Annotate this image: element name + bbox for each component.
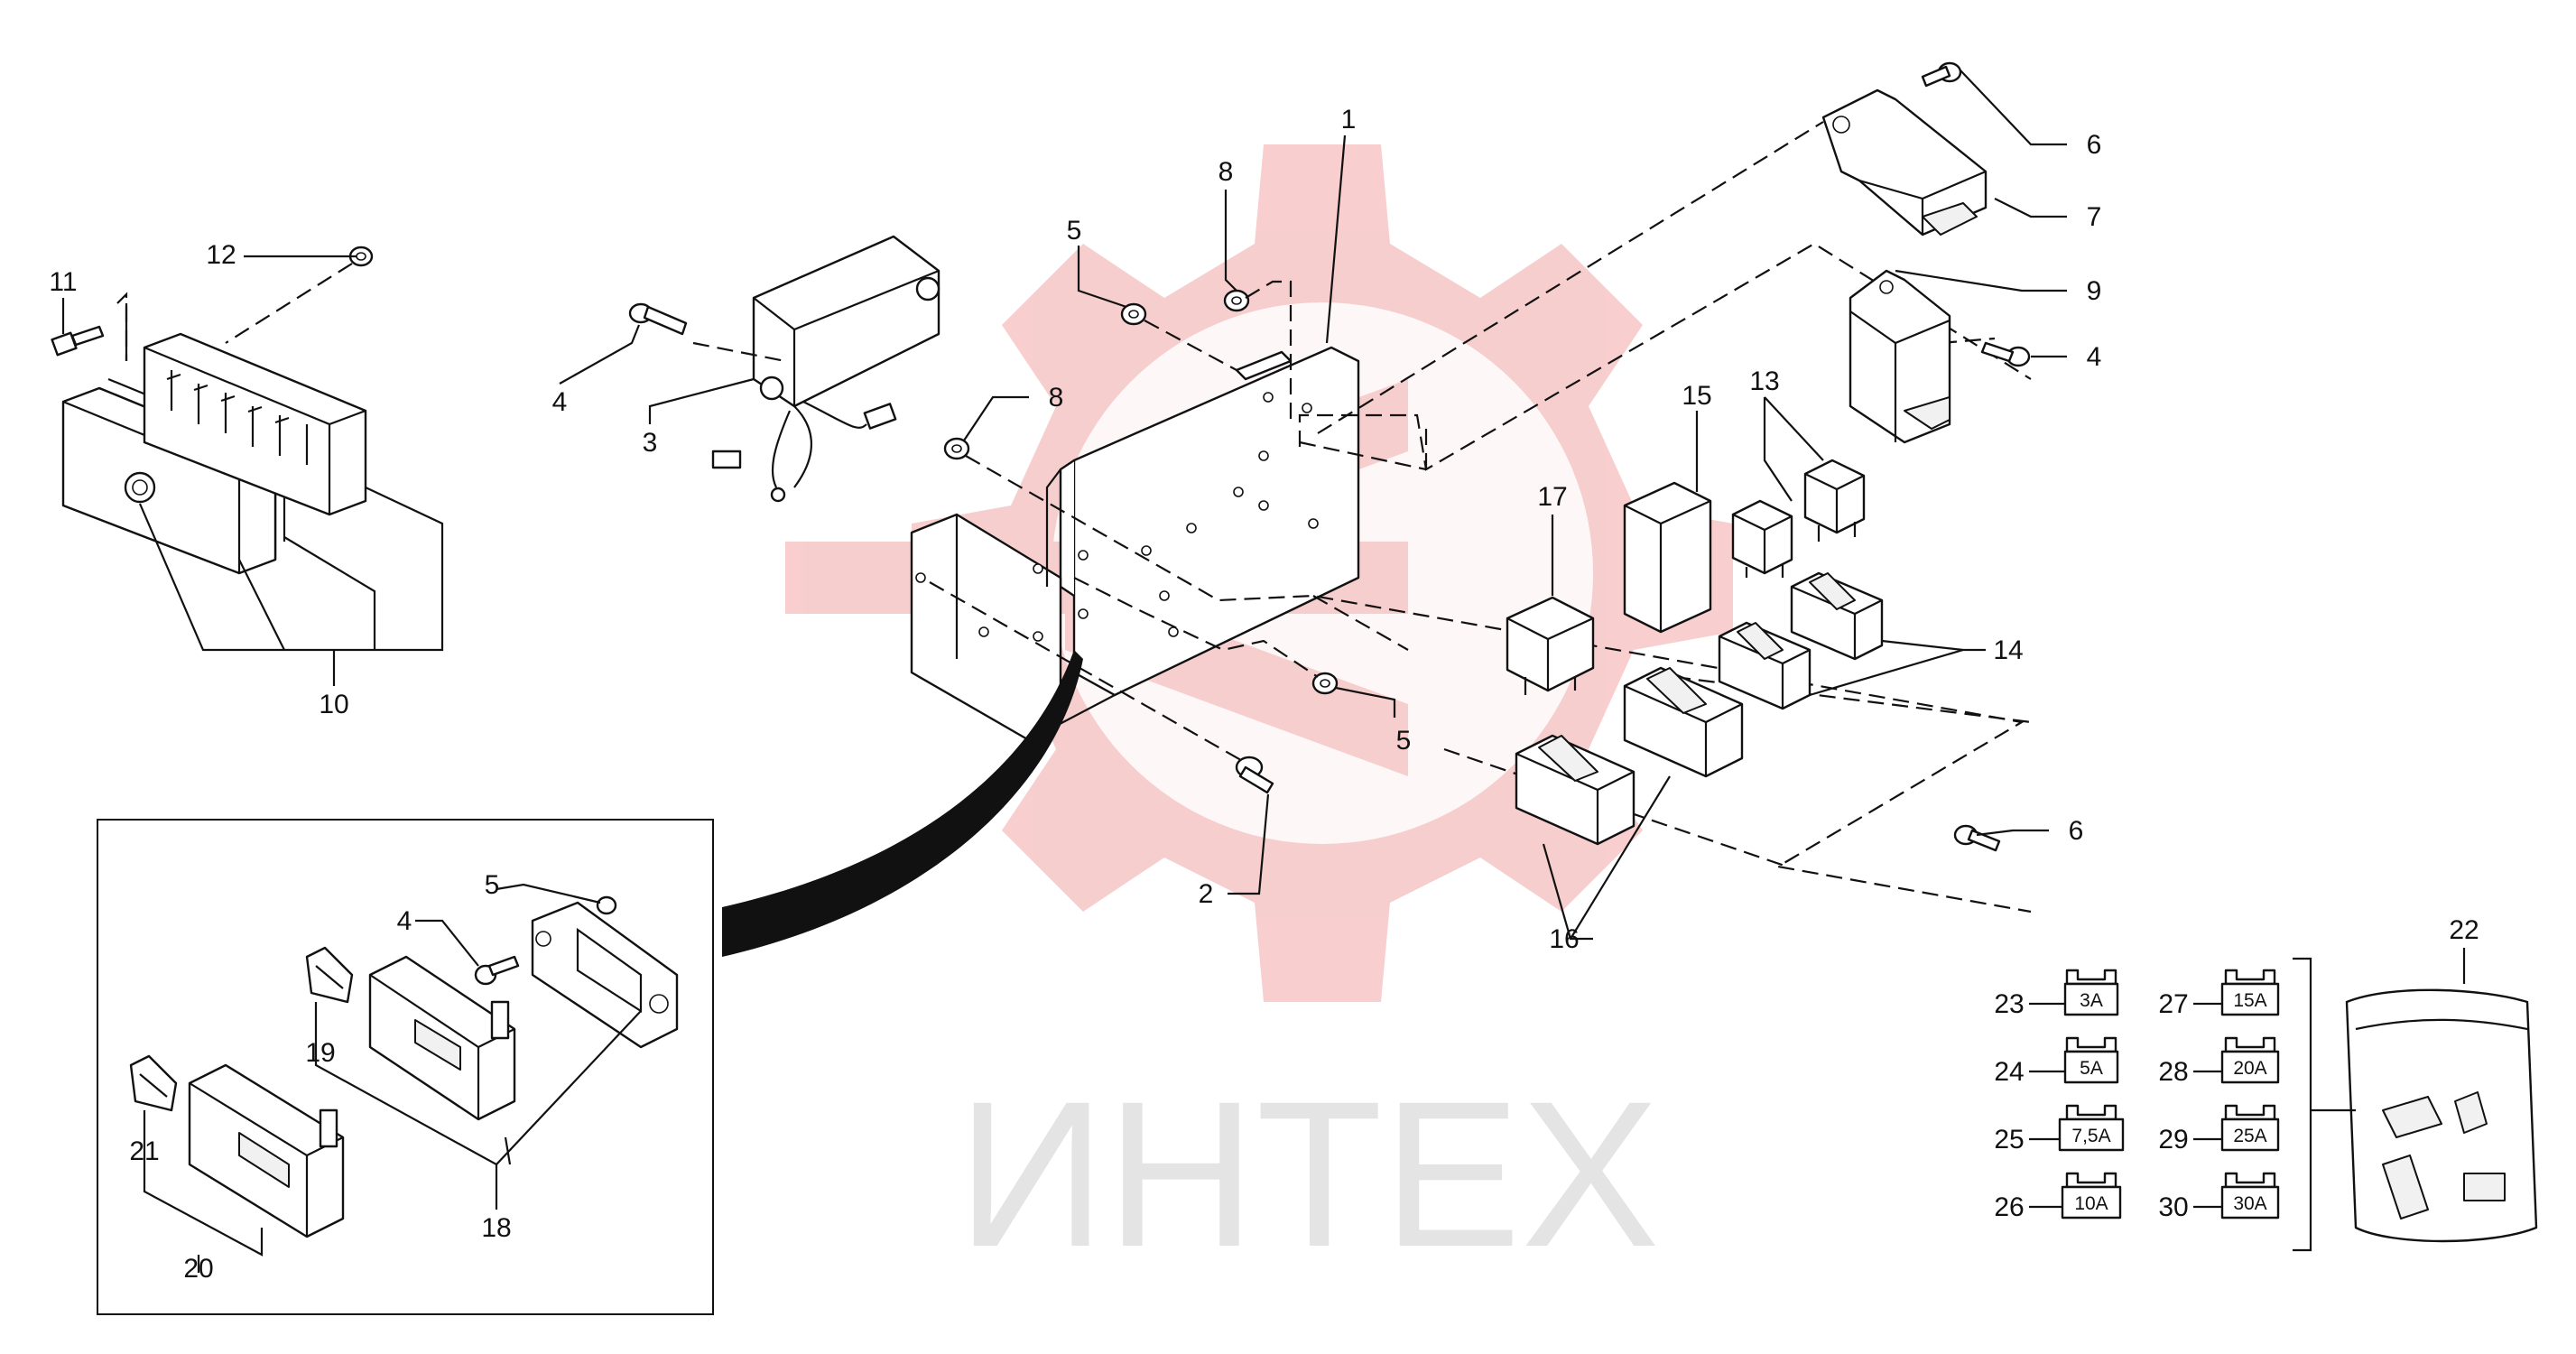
fuse-26-number: 26 xyxy=(1994,1192,2024,1222)
callout-8-left: 8 xyxy=(1049,383,1064,413)
fuse-28-rating: 20A xyxy=(2233,1058,2266,1079)
relay-13a xyxy=(1731,499,1793,578)
callout-8-top: 8 xyxy=(1219,157,1234,187)
detail-inset-frame xyxy=(97,819,714,1315)
callout-2: 2 xyxy=(1199,879,1214,909)
inset-nut-5 xyxy=(596,895,617,915)
callout-6-bottom: 6 xyxy=(2069,816,2084,846)
relay-15 xyxy=(1623,481,1712,634)
nut-5-bottom xyxy=(1311,672,1339,695)
relay-17 xyxy=(1506,596,1595,695)
fuse-25-number: 25 xyxy=(1994,1125,2024,1155)
fuse-25-rating: 7,5A xyxy=(2071,1126,2110,1146)
bolt-2 xyxy=(1235,756,1274,794)
fuse-27-number: 27 xyxy=(2158,989,2188,1019)
fuse-24 xyxy=(2063,1036,2119,1084)
callout-22: 22 xyxy=(2449,915,2479,945)
inset-fuse-holder-18 xyxy=(368,955,516,1121)
nut-8-top xyxy=(1223,289,1250,312)
fuse-29-rating: 25A xyxy=(2233,1126,2266,1146)
callout-19: 19 xyxy=(305,1038,335,1068)
nut-8-left xyxy=(943,437,970,460)
fuse-30-rating: 30A xyxy=(2233,1193,2266,1214)
inset-fuse-21 xyxy=(129,1054,178,1112)
callout-leaders xyxy=(61,70,2067,967)
relay-9 xyxy=(1849,269,1951,444)
callout-5-top: 5 xyxy=(1067,216,1082,246)
callout-11: 11 xyxy=(49,267,77,297)
callout-9: 9 xyxy=(2087,276,2102,306)
inset-bracket-plate xyxy=(531,901,679,1049)
fuse-23-number: 23 xyxy=(1994,989,2024,1019)
callout-21: 21 xyxy=(129,1136,159,1166)
fuse-24-number: 24 xyxy=(1994,1057,2024,1087)
fuse-28 xyxy=(2220,1036,2280,1084)
fuse-27-rating: 15A xyxy=(2233,990,2266,1011)
callout-10: 10 xyxy=(319,690,348,719)
callout-4-right: 4 xyxy=(2087,342,2102,372)
callout-20: 20 xyxy=(183,1254,213,1284)
callout-5-bottom: 5 xyxy=(1396,726,1412,756)
nut-5-top xyxy=(1120,302,1147,326)
bolt-6-bottom xyxy=(1953,824,2001,852)
inset-fuse-19 xyxy=(305,946,354,1004)
control-module-3 xyxy=(711,235,941,503)
detail-pointer xyxy=(722,650,1083,957)
callout-4-inset: 4 xyxy=(397,906,412,936)
fuse-29-number: 29 xyxy=(2158,1125,2188,1155)
callout-5-inset: 5 xyxy=(485,870,500,900)
relay-base-14a xyxy=(1718,621,1812,710)
callout-3: 3 xyxy=(643,428,658,458)
bolt-6-top xyxy=(1921,61,1962,88)
callout-7: 7 xyxy=(2087,202,2102,232)
fuse-24-rating: 5A xyxy=(2080,1058,2103,1079)
relay-base-16b xyxy=(1623,666,1744,778)
callout-6-top: 6 xyxy=(2087,130,2102,160)
inset-bolt-4 xyxy=(474,955,520,986)
bolt-4-right xyxy=(1980,341,2031,367)
relay-base-16a xyxy=(1515,734,1635,846)
fuse-30 xyxy=(2220,1172,2280,1220)
callout-16: 16 xyxy=(1549,924,1579,954)
callout-1: 1 xyxy=(1341,105,1357,134)
fuse-26-rating: 10A xyxy=(2074,1193,2108,1214)
fuse-26 xyxy=(2061,1172,2122,1220)
callout-18: 18 xyxy=(481,1213,511,1243)
callout-17: 17 xyxy=(1537,482,1567,512)
fuse-30-number: 30 xyxy=(2158,1192,2188,1222)
callout-12: 12 xyxy=(206,240,236,270)
inset-fuse-holder-20 xyxy=(188,1063,345,1238)
callout-4-left: 4 xyxy=(552,387,568,417)
fuse-28-number: 28 xyxy=(2158,1057,2188,1087)
bolt-4-left xyxy=(628,302,688,336)
callout-15: 15 xyxy=(1682,381,1711,411)
fuse-23 xyxy=(2063,969,2119,1016)
nut-12 xyxy=(348,246,374,267)
fuse-23-rating: 3A xyxy=(2080,990,2103,1011)
relay-base-14b xyxy=(1790,571,1884,661)
fuse-27 xyxy=(2220,969,2280,1016)
fuse-kit-bag-22 xyxy=(2345,988,2538,1243)
bolt-11 xyxy=(51,325,105,357)
callout-14: 14 xyxy=(1993,635,2023,665)
callout-13: 13 xyxy=(1749,366,1779,396)
fuse-box-assembly xyxy=(61,332,367,575)
callout-labels: 1 2 3 4 4 4 5 5 5 6 6 7 8 8 9 10 11 12 1… xyxy=(49,105,2479,1284)
relay-13b xyxy=(1803,459,1866,542)
fuse-25 xyxy=(2058,1104,2125,1152)
relay-7 xyxy=(1821,88,1988,236)
fuse-29 xyxy=(2220,1104,2280,1152)
watermark-text: ИНТЕХ xyxy=(957,1058,1660,1290)
